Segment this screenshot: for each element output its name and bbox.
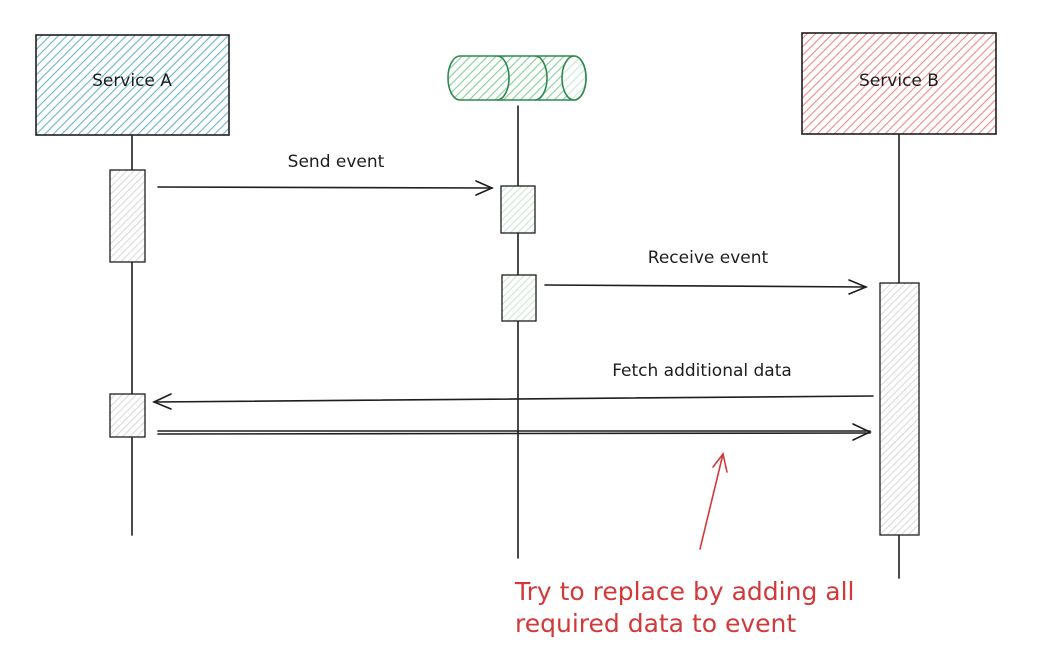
- send-event-arrow: Send event: [157, 152, 494, 196]
- fetch-data-request-arrow: Fetch additional data: [152, 361, 874, 410]
- service-b-label: Service B: [859, 71, 939, 91]
- receive-event-arrow: Receive event: [544, 248, 869, 295]
- service-b-activation: [879, 282, 920, 536]
- receive-event-label: Receive event: [648, 248, 769, 268]
- send-event-label: Send event: [288, 152, 385, 172]
- service-a-activation-send: [109, 169, 146, 263]
- queue-activation-send: [500, 185, 536, 234]
- message-queue-icon[interactable]: [447, 55, 587, 101]
- fetch-data-response-arrow: [157, 423, 872, 441]
- annotation-line-2: required data to event: [515, 609, 796, 638]
- service-a-box[interactable]: Service A: [35, 34, 230, 136]
- service-a-activation-fetch: [109, 393, 146, 438]
- service-b-box[interactable]: Service B: [801, 32, 997, 135]
- queue-activation-receive: [501, 274, 537, 322]
- annotation-arrow: [699, 452, 728, 550]
- annotation-line-1: Try to replace by adding all: [514, 577, 854, 606]
- fetch-data-label: Fetch additional data: [612, 361, 792, 381]
- service-a-label: Service A: [92, 71, 172, 91]
